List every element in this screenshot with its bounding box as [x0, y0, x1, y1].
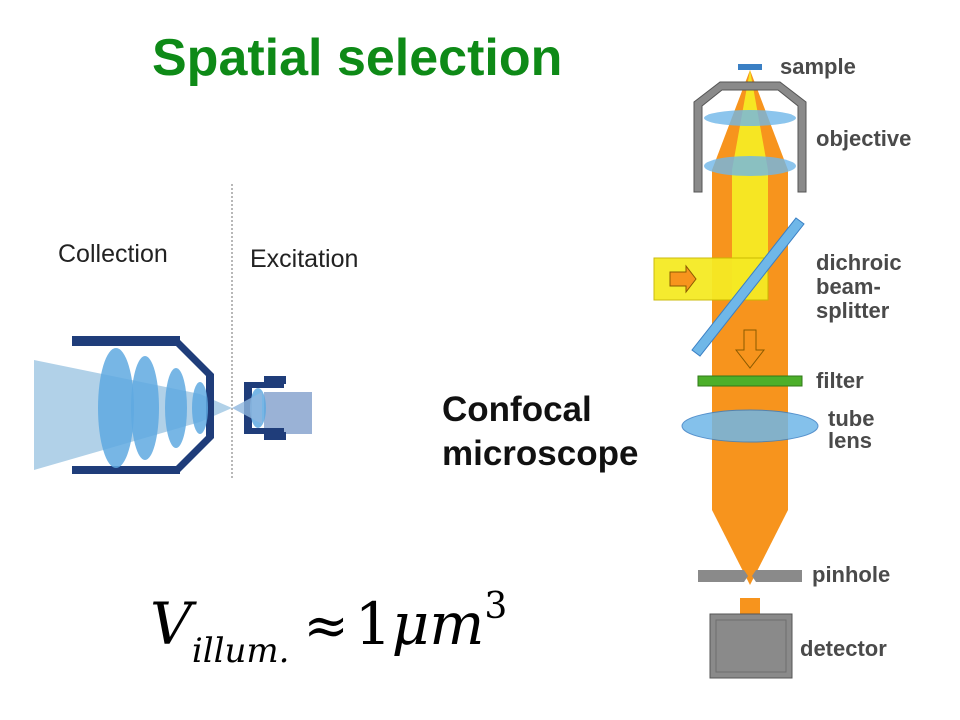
- formula-unit-m: m: [429, 590, 485, 658]
- excitation-label: Excitation: [250, 245, 359, 273]
- confocal-microscope-label: Confocal microscope: [442, 388, 638, 476]
- confocal-label-line1: Confocal: [442, 390, 592, 429]
- pinhole-element: [698, 570, 802, 582]
- dichroic-label-line2: beam-: [816, 274, 881, 299]
- formula-exponent: 3: [484, 586, 508, 627]
- sample-slide: [738, 64, 762, 70]
- filter-element: [697, 375, 803, 387]
- tube-lens: [681, 409, 819, 443]
- collection-label: Collection: [58, 240, 168, 268]
- formula-subscript: illum.: [191, 631, 290, 671]
- emission-arrow: [734, 329, 766, 369]
- page-title: Spatial selection: [152, 29, 563, 87]
- illumination-volume-formula: Villum. ≈1μm3: [150, 586, 507, 671]
- tube-lens-label-line2: lens: [828, 428, 872, 453]
- excitation-objective: [232, 376, 312, 440]
- excitation-beam: [653, 70, 769, 301]
- objective-label: objective: [816, 126, 911, 151]
- formula-variable: V: [150, 590, 192, 658]
- dichroic-label-line3: splitter: [816, 298, 890, 323]
- pinhole-label: pinhole: [812, 562, 890, 587]
- detector-label: detector: [800, 636, 887, 661]
- collection-excitation-diagram: [34, 184, 312, 480]
- tube-lens-label-line1: tube: [828, 406, 874, 431]
- detector-element: [709, 598, 793, 679]
- filter-label: filter: [816, 368, 864, 393]
- formula-unit-mu: μ: [391, 590, 430, 658]
- dichroic-beamsplitter: [691, 217, 805, 357]
- confocal-microscope-diagram: sample objective dichroic beam- splitter…: [653, 54, 911, 679]
- sample-label: sample: [780, 54, 856, 79]
- formula-value: 1: [354, 590, 392, 658]
- dichroic-label-line1: dichroic: [816, 250, 902, 275]
- emission-beam: [712, 70, 788, 585]
- objective-housing: [693, 81, 807, 193]
- collection-objective: [72, 336, 214, 474]
- confocal-label-line2: microscope: [442, 434, 639, 473]
- formula-relation: ≈: [303, 594, 349, 657]
